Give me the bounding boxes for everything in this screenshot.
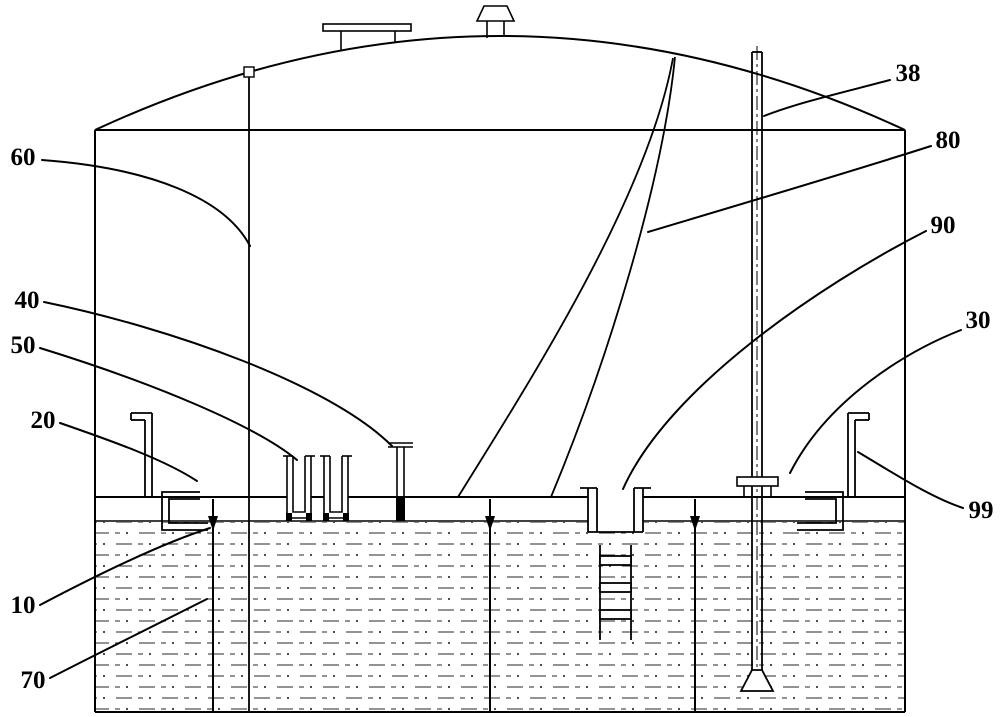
label-20: 20 (31, 407, 56, 434)
pipe-deck-penetration (396, 497, 405, 521)
bracket-outer (797, 491, 844, 531)
roof-vent (475, 5, 516, 38)
leader-30 (789, 329, 962, 474)
deck-support-legs (208, 499, 700, 712)
label-30: 30 (966, 307, 991, 334)
deck-post-right (847, 412, 870, 497)
label-38: 38 (896, 60, 921, 87)
label-10: 10 (11, 592, 36, 619)
leg-arrow (690, 516, 700, 531)
tank-shell (94, 35, 906, 713)
label-50: 50 (11, 332, 36, 359)
rim-bracket-left (161, 491, 208, 531)
leader-38 (763, 79, 891, 117)
tank-roof-dome (94, 35, 906, 131)
leader-60 (41, 159, 251, 247)
gauge-pole (736, 46, 779, 692)
bracket-inner (797, 498, 837, 524)
pole-foot (739, 669, 775, 692)
bracket-outer (161, 491, 208, 531)
floating-roof-deck (95, 496, 905, 522)
leader-10 (39, 527, 211, 606)
label-80: 80 (936, 127, 961, 154)
leader-90 (622, 230, 927, 490)
label-40: 40 (15, 287, 40, 314)
label-70: 70 (21, 667, 46, 694)
deck-sleeve (320, 455, 352, 521)
rim-bracket-right (797, 491, 844, 531)
leader-99 (857, 451, 964, 509)
anti-rotation-cable (243, 66, 255, 712)
ladder (599, 545, 632, 640)
ladder-rung (599, 582, 632, 593)
support-leg (208, 499, 218, 712)
pole-deck-collar (736, 476, 779, 487)
leader-lines (39, 79, 964, 679)
hose-curve-left (457, 57, 674, 498)
deck-sleeve (283, 455, 315, 521)
leader-70 (49, 598, 208, 679)
leader-20 (59, 422, 198, 482)
hose-curve-right (550, 56, 676, 498)
leader-50 (39, 347, 298, 461)
bracket-inner (168, 498, 208, 524)
leg-arrow (485, 516, 495, 531)
support-leg (485, 499, 495, 712)
deck-well-box (580, 487, 651, 533)
manhole-cap (322, 23, 412, 32)
vent-hood (475, 5, 516, 22)
leg-arrow (208, 516, 218, 531)
stored-liquid-hatch (96, 522, 904, 711)
deck-pipe (388, 442, 413, 521)
leader-40 (43, 301, 393, 447)
label-99: 99 (969, 497, 994, 524)
deck-sleeves (283, 455, 352, 521)
cable-top-anchor (243, 66, 255, 78)
reference-labels: 60 38 80 90 30 99 40 50 20 10 70 (11, 60, 994, 694)
label-60: 60 (11, 144, 36, 171)
deck-post-left (130, 412, 153, 497)
leader-80 (647, 145, 932, 233)
deck-plate (95, 497, 905, 521)
roof-manhole (322, 23, 412, 51)
support-leg (690, 499, 700, 712)
ladder-rung (599, 555, 632, 566)
flexible-hose-curves (457, 56, 676, 498)
ladder-rung (599, 609, 632, 620)
label-90: 90 (931, 212, 956, 239)
